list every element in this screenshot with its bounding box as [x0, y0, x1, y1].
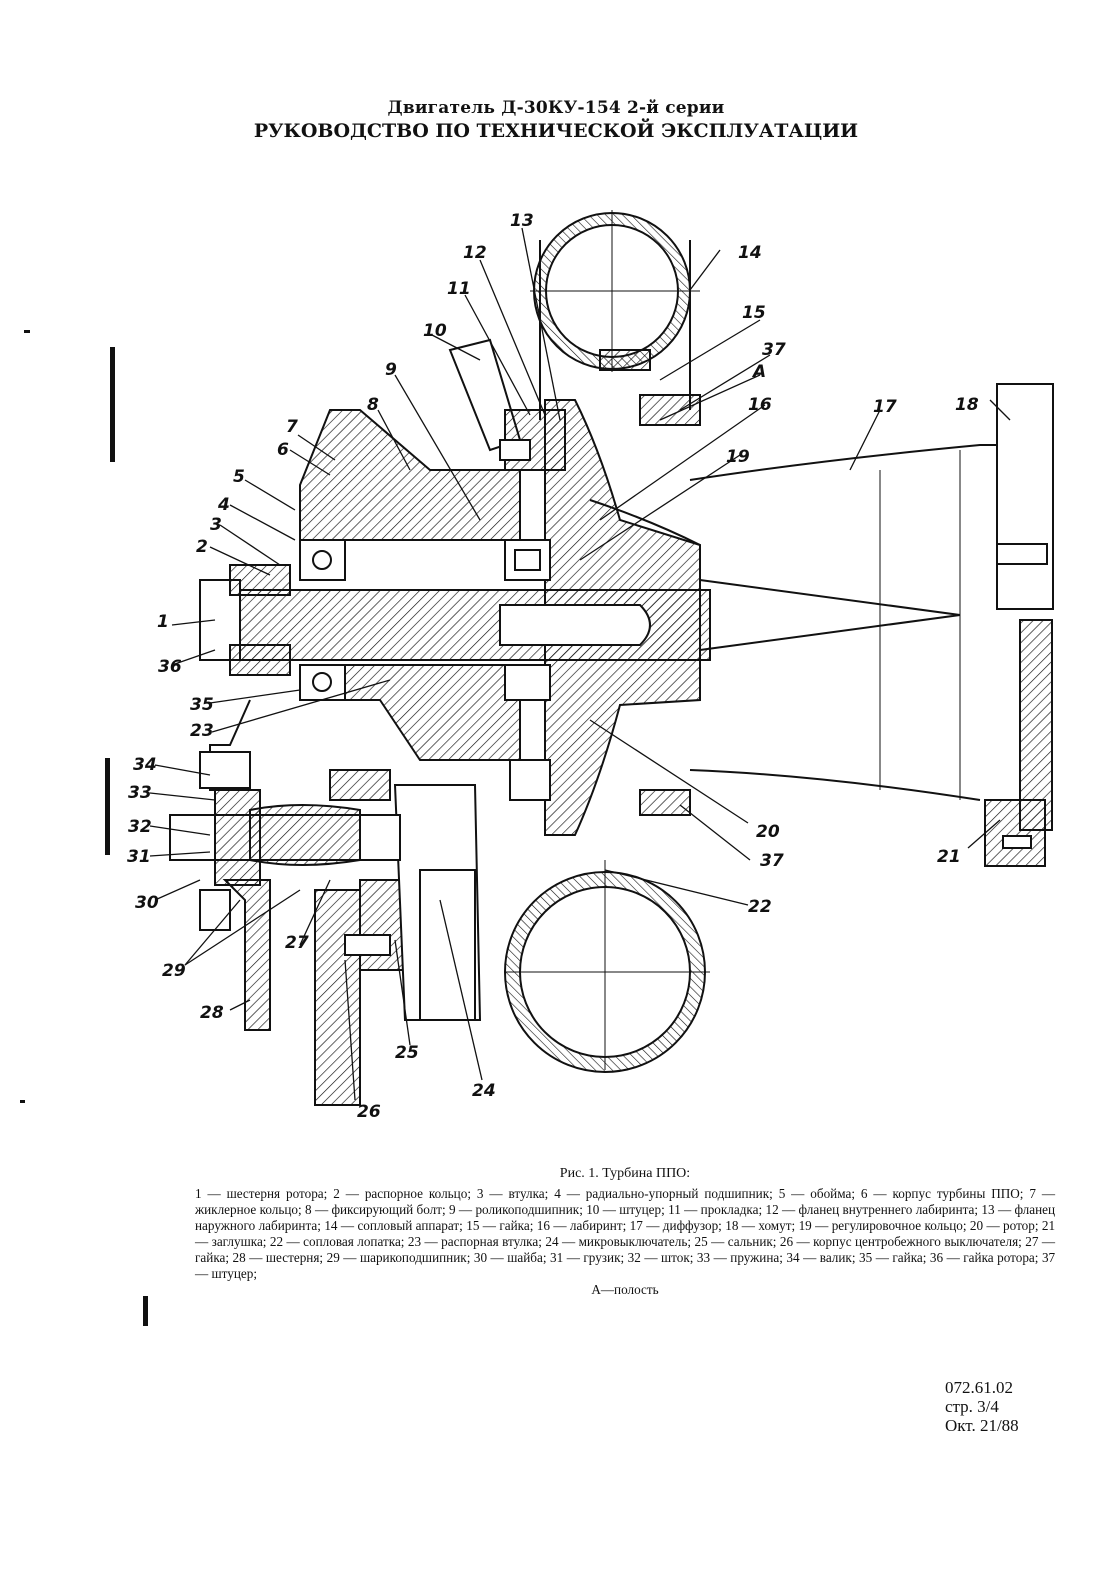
callout-11: 11: [447, 279, 471, 299]
callout-22: 22: [748, 897, 772, 917]
bearing-roller-upper: [504, 539, 551, 581]
clamp-block: [996, 383, 1054, 610]
legend-item: 10 — штуцер;: [586, 1202, 665, 1217]
manual-title: РУКОВОДСТВО ПО ТЕХНИЧЕСКОЙ ЭКСПЛУАТАЦИИ: [253, 120, 859, 142]
figure-caption: Рис. 1. Турбина ППО: 1 — шестерня ротора…: [195, 1166, 1055, 1298]
legend-item: 7 — жиклерное кольцо;: [195, 1186, 1056, 1217]
callout-2: 2: [196, 537, 208, 557]
callout-5: 5: [233, 467, 245, 487]
callout-8: 8: [367, 395, 379, 415]
engine-title: Двигатель Д-30КУ-154 2-й серии: [387, 98, 725, 118]
legend-item: 9 — роликоподшипник;: [449, 1202, 583, 1217]
legend-item: 16 — лабиринт;: [536, 1218, 627, 1233]
callout-23: 23: [190, 721, 214, 741]
callout-18: 18: [955, 395, 979, 415]
legend-item: 36 — гайка ротора;: [929, 1250, 1039, 1265]
margin-bar-middle: [105, 758, 110, 855]
callout-34: 34: [133, 755, 157, 775]
legend-item: 25 — сальник;: [694, 1234, 777, 1249]
legend-item: 30 — шайба;: [473, 1250, 547, 1265]
margin-bar-top: [110, 347, 115, 462]
legend-item: 22 — сопловая лопатка;: [269, 1234, 405, 1249]
callout-36: 36: [158, 657, 182, 677]
legend-item: 24 — микровыключатель;: [545, 1234, 692, 1249]
figure-legend: 1 — шестерня ротора; 2 — распорное кольц…: [195, 1186, 1055, 1282]
legend-item: 15 — гайка;: [466, 1218, 534, 1233]
callout-25: 25: [395, 1043, 419, 1063]
callout-24: 24: [472, 1081, 496, 1101]
margin-bar-bottom: [143, 1296, 148, 1326]
legend-item: 4 — радиально-упорный подшипник;: [554, 1186, 773, 1201]
callout-13: 13: [510, 211, 534, 231]
legend-item: 17 — диффузор;: [629, 1218, 722, 1233]
legend-item: 31 — грузик;: [550, 1250, 625, 1265]
legend-item: 1 — шестерня ротора;: [195, 1186, 328, 1201]
legend-item: 3 — втулка;: [476, 1186, 549, 1201]
callout-16: 16: [748, 395, 772, 415]
callout-33: 33: [128, 783, 152, 803]
callout-12: 12: [463, 243, 487, 263]
callout-20: 20: [756, 822, 780, 842]
callout-19: 19: [726, 447, 750, 467]
callout-32: 32: [128, 817, 152, 837]
legend-tail: А—полость: [591, 1282, 659, 1297]
callout-17: 17: [873, 397, 897, 417]
legend-item: 34 — валик;: [786, 1250, 856, 1265]
legend-item: 37 — штуцер;: [195, 1250, 1056, 1281]
callout-37-bottom: 37: [760, 851, 784, 871]
legend-item: 19 — регулировочное кольцо;: [798, 1218, 967, 1233]
legend-item: 23 — распорная втулка;: [407, 1234, 542, 1249]
legend-item: 27 — гайка;: [195, 1234, 1056, 1265]
document-number: 072.61.02: [945, 1378, 1013, 1397]
legend-item: 2 — распорное кольцо;: [333, 1186, 471, 1201]
callout-28: 28: [200, 1003, 224, 1023]
legend-item: 6 — корпус турбины ППО;: [860, 1186, 1024, 1201]
callout-4: 4: [217, 495, 230, 515]
callout-29: 29: [162, 961, 186, 981]
gear-28: [222, 879, 271, 1031]
legend-item: 11 — прокладка;: [668, 1202, 763, 1217]
legend-item: 21 — заглушка;: [195, 1218, 1056, 1249]
legend-item: 12 — фланец внутреннего лабиринта;: [765, 1202, 979, 1217]
legend-item: 29 — шарикоподшипник;: [326, 1250, 471, 1265]
callout-6: 6: [277, 440, 289, 460]
callout-21: 21: [937, 847, 961, 867]
legend-item: 18 — хомут;: [725, 1218, 796, 1233]
callout-14: 14: [738, 243, 762, 263]
legend-item: 33 — пружина;: [696, 1250, 783, 1265]
legend-item: 26 — корпус центробежного выключателя;: [779, 1234, 1022, 1249]
revision-date: Окт. 21/88: [945, 1416, 1019, 1435]
callout-30: 30: [135, 893, 159, 913]
document-number-block: 072.61.02 стр. 3/4 Окт. 21/88: [945, 1378, 1019, 1435]
legend-item: 35 — гайка;: [859, 1250, 927, 1265]
bearing-ball-upper: [299, 539, 346, 581]
callout-1: 1: [157, 612, 169, 632]
callout-3: 3: [210, 515, 222, 535]
callout-31: 31: [127, 847, 151, 867]
callout-7: 7: [286, 417, 298, 437]
margin-dot: [20, 1100, 25, 1103]
callout-15: 15: [742, 303, 766, 323]
legend-item: 5 — обойма;: [778, 1186, 856, 1201]
diffuser: [689, 444, 1000, 801]
page-number: стр. 3/4: [945, 1397, 999, 1416]
legend-item: 13 — фланец наружного лабиринта;: [195, 1202, 1056, 1233]
bearing-roller-lower: [504, 664, 551, 701]
legend-item: 32 — шток;: [627, 1250, 694, 1265]
legend-item: 28 — шестерня;: [232, 1250, 324, 1265]
callout-37-top: 37: [762, 340, 786, 360]
legend-item: 14 — сопловый аппарат;: [324, 1218, 463, 1233]
callout-9: 9: [385, 360, 397, 380]
callout-35: 35: [190, 695, 214, 715]
callout-27: 27: [285, 933, 309, 953]
callout-10: 10: [423, 321, 447, 341]
callout-26: 26: [357, 1102, 381, 1122]
figure-title: Рис. 1. Турбина ППО:: [559, 1166, 691, 1181]
margin-dot: [24, 330, 30, 333]
document-header: Двигатель Д-30КУ-154 2-й серии РУКОВОДСТ…: [0, 98, 1112, 142]
callout-A: А: [751, 362, 766, 382]
legend-item: 20 — ротор;: [969, 1218, 1039, 1233]
legend-item: 8 — фиксирующий болт;: [305, 1202, 446, 1217]
